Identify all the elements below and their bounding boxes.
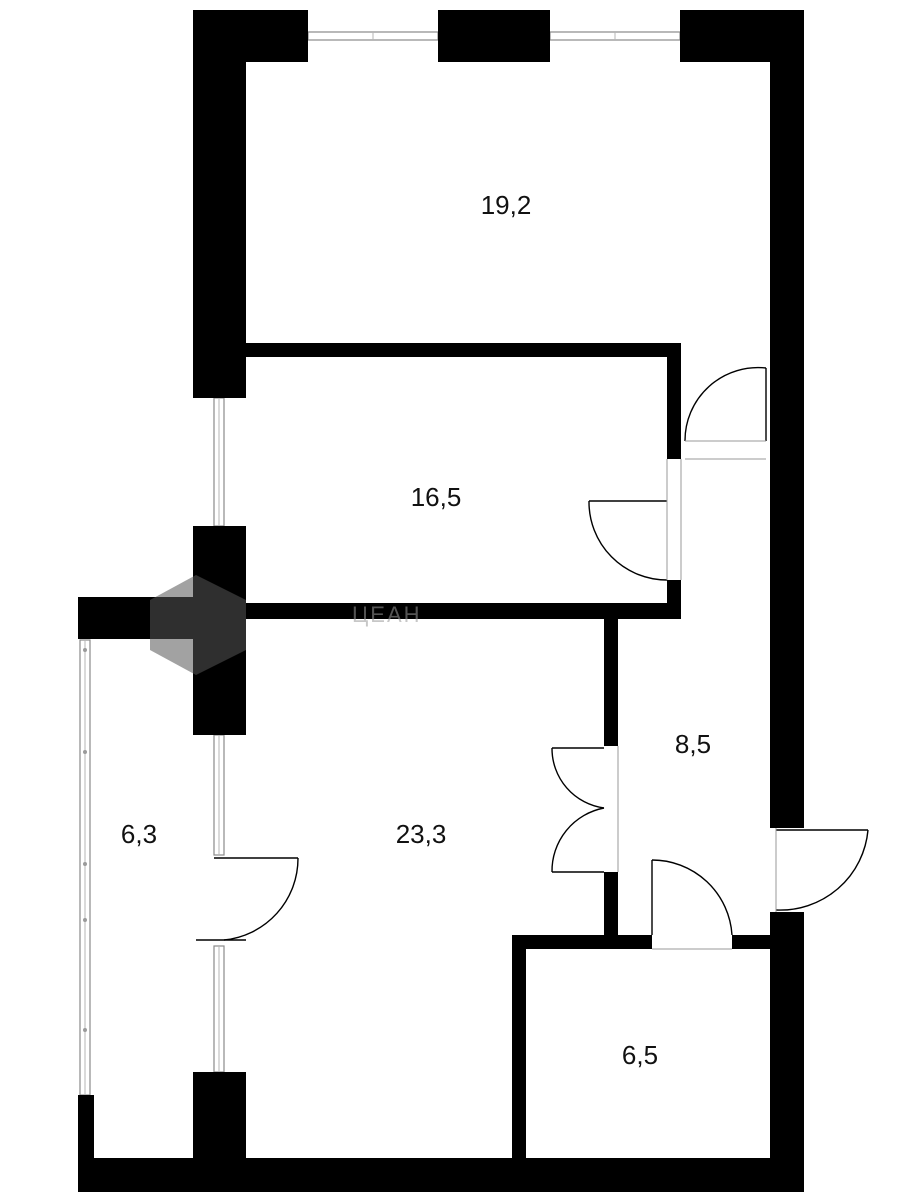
window-left-lower-a: [213, 734, 225, 856]
window-top-left: [307, 31, 439, 41]
loggia-area: 6,3: [121, 819, 157, 849]
watermark-text: ЦЕАН: [352, 602, 422, 627]
window-left-lower-b: [213, 945, 225, 1073]
window-top-right: [549, 31, 681, 41]
door-entrance: [775, 828, 869, 912]
door-loggia: [196, 857, 299, 941]
window-left-upper: [213, 397, 225, 527]
hall-area: 8,5: [675, 729, 711, 759]
room-middle-area: 16,5: [411, 482, 462, 512]
room-top-area: 19,2: [481, 190, 532, 220]
room-living-area: 23,3: [396, 819, 447, 849]
loggia-glazing: [79, 639, 91, 1096]
watermark-logo: ЦЕАН: [150, 575, 422, 675]
door-middle-room: [588, 459, 682, 581]
door-top-room: [684, 366, 767, 460]
bathroom-area: 6,5: [622, 1040, 658, 1070]
door-living-room: [551, 746, 619, 873]
door-bathroom: [651, 859, 733, 950]
